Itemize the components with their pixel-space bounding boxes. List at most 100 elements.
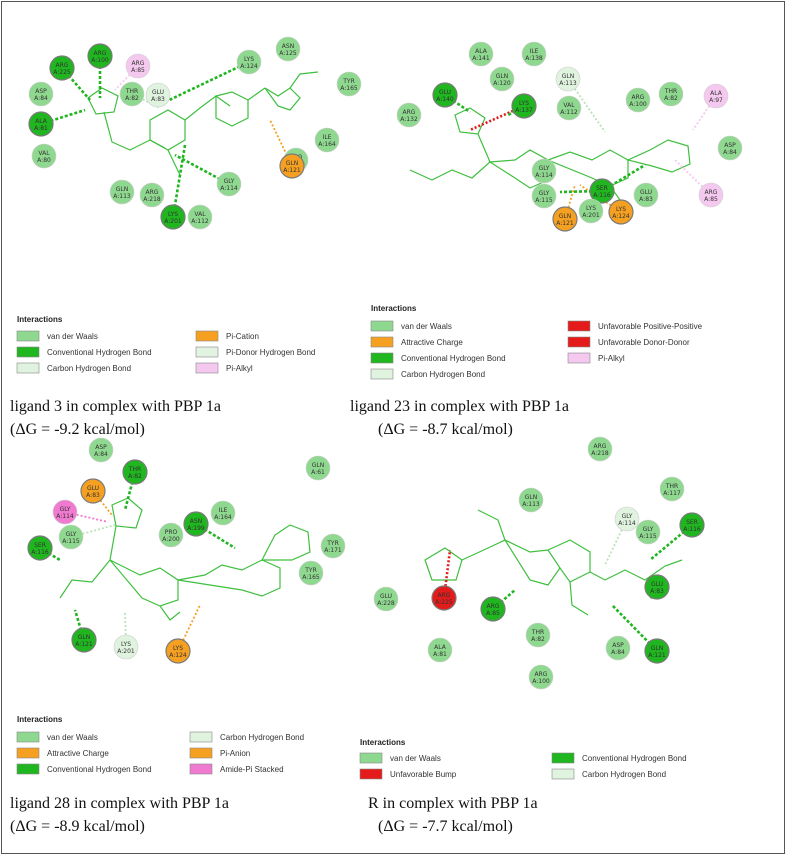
caption-title: ligand 23 in complex with PBP 1a bbox=[350, 398, 569, 415]
legend-entry: Attractive Charge bbox=[16, 747, 109, 759]
ligand-bond bbox=[215, 91, 249, 127]
residue-number: A:81 bbox=[433, 651, 447, 658]
residue-disc bbox=[518, 487, 544, 513]
legend-label: Pi-Cation bbox=[226, 332, 259, 341]
interaction-line bbox=[649, 524, 693, 561]
residue-number: A:225 bbox=[435, 599, 453, 606]
residue-number: A:138 bbox=[525, 55, 543, 62]
residue-name: ASN bbox=[282, 43, 294, 50]
residue-number: A:218 bbox=[591, 450, 609, 457]
ligand-bond bbox=[289, 71, 319, 89]
legend-swatch bbox=[567, 320, 591, 332]
caption-title: ligand 28 in complex with PBP 1a bbox=[10, 795, 229, 812]
interaction-line bbox=[64, 511, 109, 523]
residue-number: A:115 bbox=[535, 197, 553, 204]
residue-number: A:121 bbox=[75, 641, 93, 648]
residue-disc bbox=[431, 585, 457, 611]
ligand-bond bbox=[177, 559, 281, 597]
residue-disc bbox=[605, 635, 631, 661]
panel-ligand28: ASPA:84THRA:82GLNA:61GLUA:83GLYA:114ILEA… bbox=[10, 437, 346, 835]
legend-title: Interactions bbox=[371, 304, 417, 313]
residue-disc bbox=[531, 158, 557, 184]
ligand-bond bbox=[503, 538, 561, 586]
legend-entry: Unfavorable Positive-Positive bbox=[567, 320, 703, 332]
residue-number: A:114 bbox=[618, 520, 636, 527]
residue-name: GLY bbox=[60, 506, 71, 513]
residue-name: ALA bbox=[434, 644, 447, 651]
interaction-line bbox=[164, 60, 250, 104]
residue-name: ILE bbox=[530, 48, 539, 55]
residue-name: ARG bbox=[594, 443, 607, 450]
residue-disc bbox=[58, 524, 84, 550]
legend-swatch bbox=[195, 362, 219, 374]
residue-disc bbox=[635, 519, 661, 545]
legend-swatch bbox=[195, 330, 219, 342]
legend-entry: Pi-Alkyl bbox=[195, 362, 253, 374]
residue-disc bbox=[556, 95, 582, 121]
residue-number: A:85 bbox=[486, 610, 500, 617]
ligand-bond bbox=[461, 509, 506, 561]
legend-label: Conventional Hydrogen Bond bbox=[582, 754, 687, 763]
residue-name: GLU bbox=[380, 593, 392, 600]
legend-entry: Amide-Pi Stacked bbox=[189, 763, 284, 775]
residue-name: GLY bbox=[539, 190, 550, 197]
residue-number: A:225 bbox=[53, 69, 71, 76]
residue-name: ILE bbox=[323, 134, 332, 141]
residue-name: ARG bbox=[403, 109, 416, 116]
legend-title: Interactions bbox=[360, 738, 406, 747]
residue-disc bbox=[396, 102, 422, 128]
residue-name: PRO bbox=[165, 529, 178, 536]
legend-label: Attractive Charge bbox=[401, 338, 463, 347]
legend-entry: Attractive Charge bbox=[370, 336, 463, 348]
residue-number: A:124 bbox=[169, 652, 187, 659]
residue-disc bbox=[109, 179, 135, 205]
legend-label: Unfavorable Bump bbox=[390, 770, 457, 779]
residue-disc bbox=[145, 82, 171, 108]
residue-number: A:82 bbox=[664, 95, 678, 102]
residue-number: A:80 bbox=[37, 157, 51, 164]
residue-disc bbox=[49, 55, 75, 81]
residue-disc bbox=[717, 135, 743, 161]
legend-label: Unfavorable Donor-Donor bbox=[598, 338, 690, 347]
residue-name: ARG bbox=[535, 671, 548, 678]
residue-number: A:114 bbox=[535, 172, 553, 179]
residue-disc bbox=[644, 574, 670, 600]
legend-swatch bbox=[189, 763, 213, 775]
residue-number: A:114 bbox=[56, 513, 74, 520]
ligand-bond bbox=[159, 605, 181, 621]
legend-swatch bbox=[16, 747, 40, 759]
legend-swatch bbox=[16, 731, 40, 743]
residue-name: THR bbox=[665, 483, 678, 490]
residue-number: A:83 bbox=[650, 588, 664, 595]
residue-name: TYR bbox=[326, 540, 339, 547]
caption-energy: (ΔG = -8.9 kcal/mol) bbox=[10, 818, 145, 835]
legend-swatch bbox=[551, 768, 575, 780]
residue-name: GLN bbox=[286, 160, 298, 167]
residue-name: ASN bbox=[190, 518, 202, 525]
legend-label: Pi-Alkyl bbox=[598, 354, 625, 363]
residue-number: A:140 bbox=[436, 96, 454, 103]
legend-entry: Carbon Hydrogen Bond bbox=[551, 768, 666, 780]
residue-name: LYS bbox=[173, 645, 183, 652]
residue-number: A:97 bbox=[709, 97, 723, 104]
residue-number: A:113 bbox=[559, 80, 577, 87]
legend-entry: van der Waals bbox=[370, 320, 452, 332]
